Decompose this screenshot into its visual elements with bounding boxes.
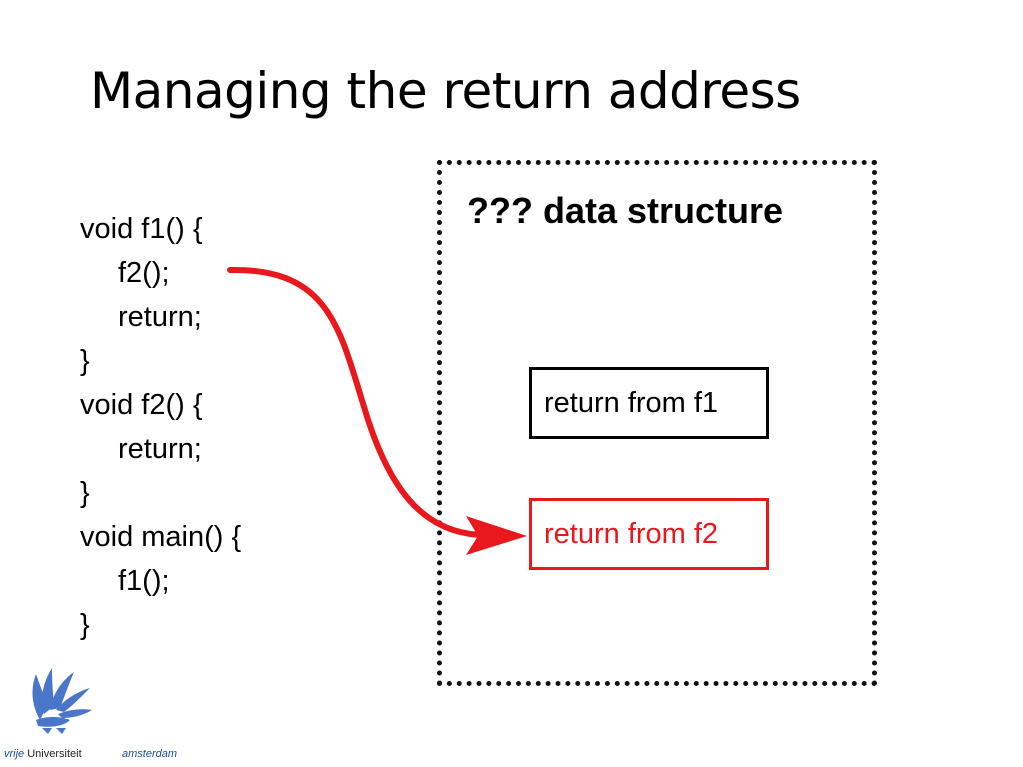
code-line: } [80,477,90,509]
code-line: void f1() { [80,213,203,245]
code-line: void main() { [80,521,242,553]
return-frame-f2: return from f2 [529,498,769,570]
code-line: } [80,345,90,377]
code-line: } [80,609,90,641]
griffin-logo-icon [32,668,92,734]
code-block: void f1() { f2(); return; } void f2() { … [80,207,241,647]
university-name: vrije Universiteit [4,748,82,760]
code-line: return; [118,433,202,465]
code-line: f1(); [118,565,170,597]
code-line: f2(); [118,257,170,289]
university-name-universiteit: Universiteit [27,748,82,760]
university-name-vrije: vrije [4,748,25,760]
university-city: amsterdam [122,748,178,760]
code-line: return; [118,301,202,333]
code-line: void f2() { [80,389,203,421]
data-structure-title: ??? data structure [467,190,784,231]
slide-title: Managing the return address [90,62,801,120]
return-frame-f1: return from f1 [529,367,769,439]
